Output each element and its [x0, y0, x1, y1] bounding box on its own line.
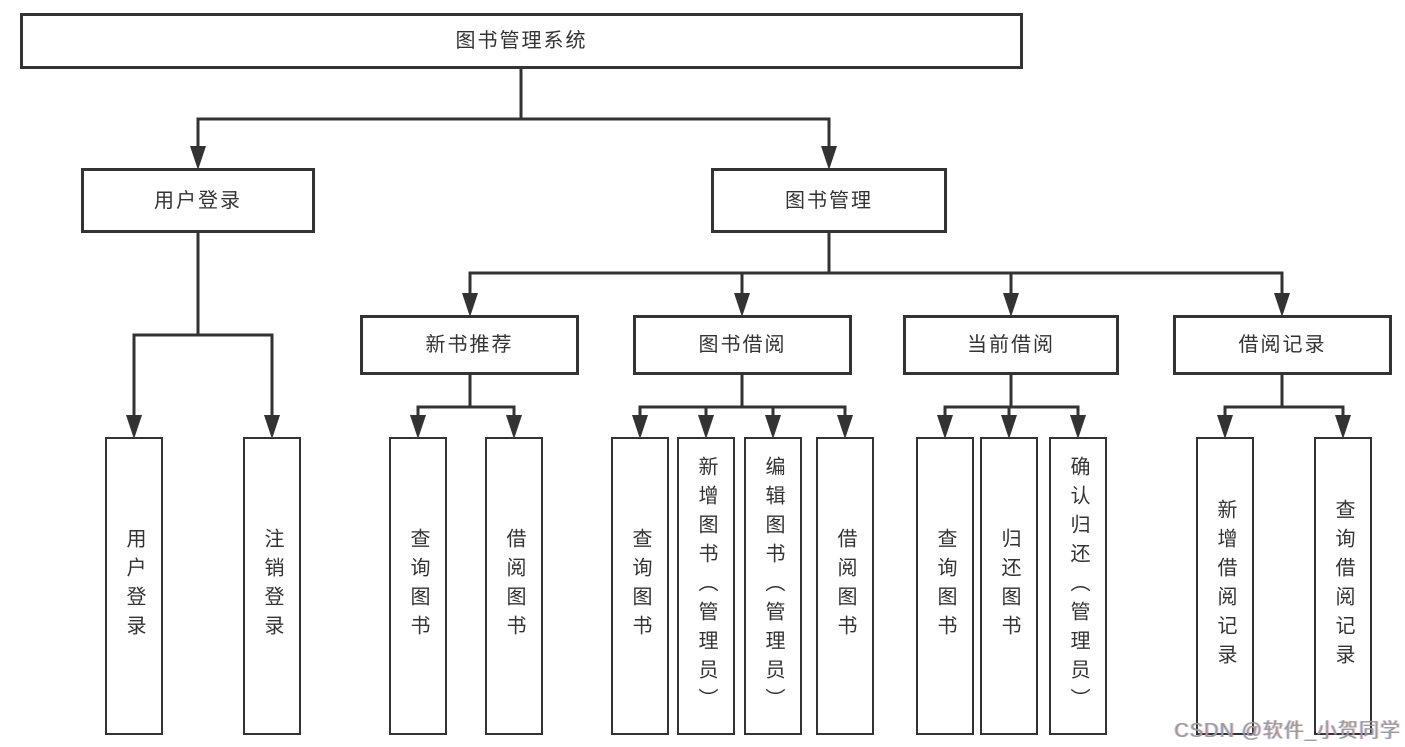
connector-0: [196, 67, 831, 152]
leaf-query-books-current-box: 查询图书: [916, 437, 974, 735]
leaf-borrow-book-box: 借阅图书: [816, 437, 874, 735]
leaf-logout-box: 注销登录: [243, 437, 301, 735]
user-login-box: 用户登录: [81, 168, 315, 233]
leaf-user-login-box: 用户登录: [105, 437, 163, 735]
connector-6: [1223, 373, 1345, 421]
connector-2: [468, 231, 1284, 299]
borrow-records-label: 借阅记录: [1238, 334, 1327, 356]
watermark: CSDN @软件_小贺同学: [1174, 720, 1401, 742]
arrowhead-icon: [126, 415, 142, 439]
leaf-add-book-admin-label: 新增图书（管理员）: [695, 455, 717, 717]
system-root-label: 图书管理系统: [455, 30, 588, 52]
new-book-recommend-box: 新书推荐: [360, 315, 579, 375]
leaf-query-books-borrow-box: 查询图书: [611, 437, 669, 735]
arrowhead-icon: [1274, 293, 1290, 317]
arrowhead-icon: [1217, 415, 1233, 439]
connector-3: [416, 373, 516, 421]
leaf-logout-label: 注销登录: [261, 528, 283, 644]
leaf-query-books-current-label: 查询图书: [934, 528, 956, 644]
book-management-box: 图书管理: [711, 168, 947, 233]
current-borrow-label: 当前借阅: [967, 334, 1055, 356]
leaf-query-borrow-record-box: 查询借阅记录: [1314, 437, 1372, 735]
arrowhead-icon: [264, 415, 280, 439]
arrowhead-icon: [1003, 293, 1019, 317]
arrowhead-icon: [506, 415, 522, 439]
book-management-label: 图书管理: [785, 189, 873, 212]
leaf-add-borrow-record-label: 新增借阅记录: [1214, 499, 1236, 673]
leaf-return-book-label: 归还图书: [998, 528, 1020, 644]
leaf-add-book-admin-box: 新增图书（管理员）: [677, 437, 735, 735]
arrowhead-icon: [632, 415, 648, 439]
leaf-add-borrow-record-box: 新增借阅记录: [1196, 437, 1254, 735]
arrowhead-icon: [765, 415, 781, 439]
arrowhead-icon: [1070, 415, 1086, 439]
leaf-user-login-label: 用户登录: [123, 528, 145, 644]
user-login-label: 用户登录: [154, 189, 242, 212]
arrowhead-icon: [821, 146, 837, 170]
arrowhead-icon: [698, 415, 714, 439]
arrowhead-icon: [1001, 415, 1017, 439]
leaf-edit-book-admin-label: 编辑图书（管理员）: [762, 455, 784, 717]
leaf-confirm-return-admin-label: 确认归还（管理员）: [1067, 455, 1089, 717]
leaf-return-book-box: 归还图书: [980, 437, 1038, 735]
arrowhead-icon: [734, 293, 750, 317]
borrow-records-box: 借阅记录: [1173, 315, 1392, 375]
arrowhead-icon: [937, 415, 953, 439]
leaf-query-books-recommend-label: 查询图书: [407, 528, 429, 644]
connector-4: [638, 373, 847, 421]
leaf-query-books-borrow-label: 查询图书: [629, 528, 651, 644]
book-borrow-label: 图书借阅: [698, 334, 787, 356]
leaf-edit-book-admin-box: 编辑图书（管理员）: [744, 437, 802, 735]
leaf-query-borrow-record-label: 查询借阅记录: [1332, 499, 1354, 673]
leaf-borrow-book-recommend-box: 借阅图书: [485, 437, 543, 735]
arrowhead-icon: [462, 293, 478, 317]
current-borrow-box: 当前借阅: [903, 315, 1119, 375]
arrowhead-icon: [190, 146, 206, 170]
leaf-confirm-return-admin-box: 确认归还（管理员）: [1049, 437, 1107, 735]
connector-1: [132, 231, 274, 421]
connector-5: [943, 373, 1080, 421]
arrowhead-icon: [410, 415, 426, 439]
new-book-recommend-label: 新书推荐: [425, 334, 514, 356]
arrowhead-icon: [837, 415, 853, 439]
system-root-box: 图书管理系统: [20, 13, 1023, 69]
leaf-borrow-book-label: 借阅图书: [834, 528, 856, 644]
leaf-query-books-recommend-box: 查询图书: [389, 437, 447, 735]
arrowhead-icon: [1335, 415, 1351, 439]
book-borrow-box: 图书借阅: [633, 315, 852, 375]
leaf-borrow-book-recommend-label: 借阅图书: [503, 528, 525, 644]
